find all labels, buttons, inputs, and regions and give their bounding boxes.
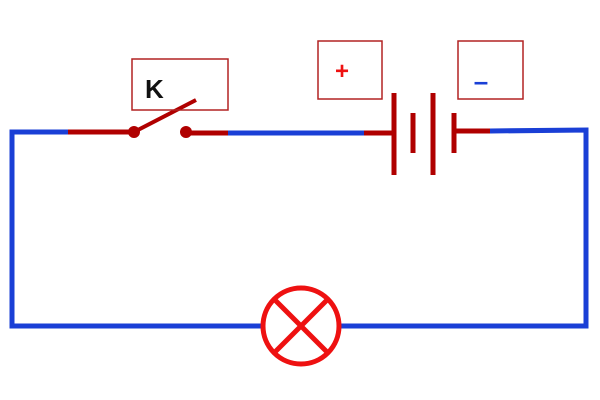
switch-blade	[133, 98, 197, 134]
battery-negative-label: –	[474, 66, 488, 96]
wire-right	[340, 127, 589, 329]
label-box-positive	[317, 40, 383, 100]
label-box-negative	[457, 40, 524, 100]
label-negative: –	[457, 40, 524, 100]
battery	[364, 93, 490, 175]
label-switch: K	[131, 58, 229, 111]
wires	[9, 127, 589, 329]
battery-positive-label: +	[335, 58, 349, 85]
wire-left-top	[9, 129, 262, 329]
switch-label: K	[145, 74, 164, 104]
label-positive: +	[317, 40, 383, 100]
label-box-switch	[131, 58, 229, 111]
lamp	[260, 285, 342, 367]
switch	[68, 98, 228, 138]
lamp-cross-b	[272, 297, 330, 355]
